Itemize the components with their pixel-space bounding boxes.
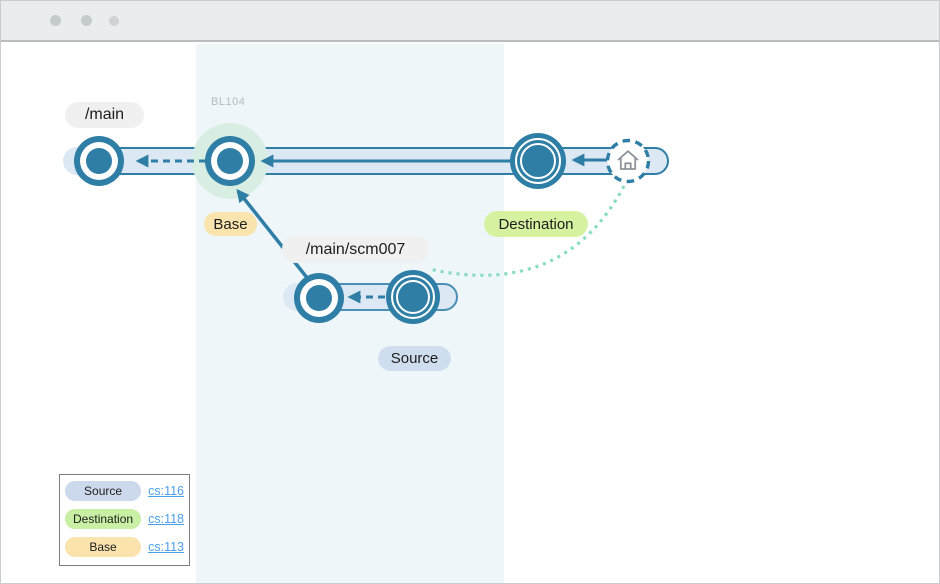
changeset-node-task-head[interactable]: [294, 273, 344, 323]
legend-row-destination: Destination cs:118: [65, 509, 184, 529]
window-control-dot[interactable]: [81, 15, 92, 26]
baseline-label: BL104: [211, 96, 246, 108]
merge-legend: Source cs:116 Destination cs:118 Base cs…: [59, 474, 190, 566]
workspace-home-node[interactable]: [605, 138, 651, 184]
window-control-dot[interactable]: [50, 15, 61, 26]
legend-row-source: Source cs:116: [65, 481, 184, 501]
changeset-node-base[interactable]: [205, 136, 255, 186]
changeset-node-main-tip[interactable]: [74, 136, 124, 186]
window-control-dot[interactable]: [109, 16, 119, 26]
legend-link-source-changeset[interactable]: cs:116: [148, 484, 184, 498]
legend-row-base: Base cs:113: [65, 537, 184, 557]
destination-tag: Destination: [484, 211, 588, 237]
changeset-node-source[interactable]: [386, 270, 440, 324]
main-branch-track: [81, 147, 669, 175]
source-tag: Source: [378, 346, 451, 371]
base-tag: Base: [204, 212, 257, 236]
changeset-node-destination[interactable]: [510, 133, 566, 189]
legend-pill-base: Base: [65, 537, 142, 557]
legend-link-base-changeset[interactable]: cs:113: [148, 540, 184, 554]
legend-pill-destination: Destination: [65, 509, 142, 529]
home-icon: [605, 138, 651, 184]
legend-pill-source: Source: [65, 481, 142, 501]
legend-link-destination-changeset[interactable]: cs:118: [148, 512, 184, 526]
window-titlebar: [1, 1, 939, 42]
branch-diagram-canvas: /main BL104 /main/scm007 Base Destinatio…: [1, 44, 939, 583]
branch-label-task[interactable]: /main/scm007: [282, 236, 429, 263]
branch-label-main[interactable]: /main: [65, 102, 144, 128]
